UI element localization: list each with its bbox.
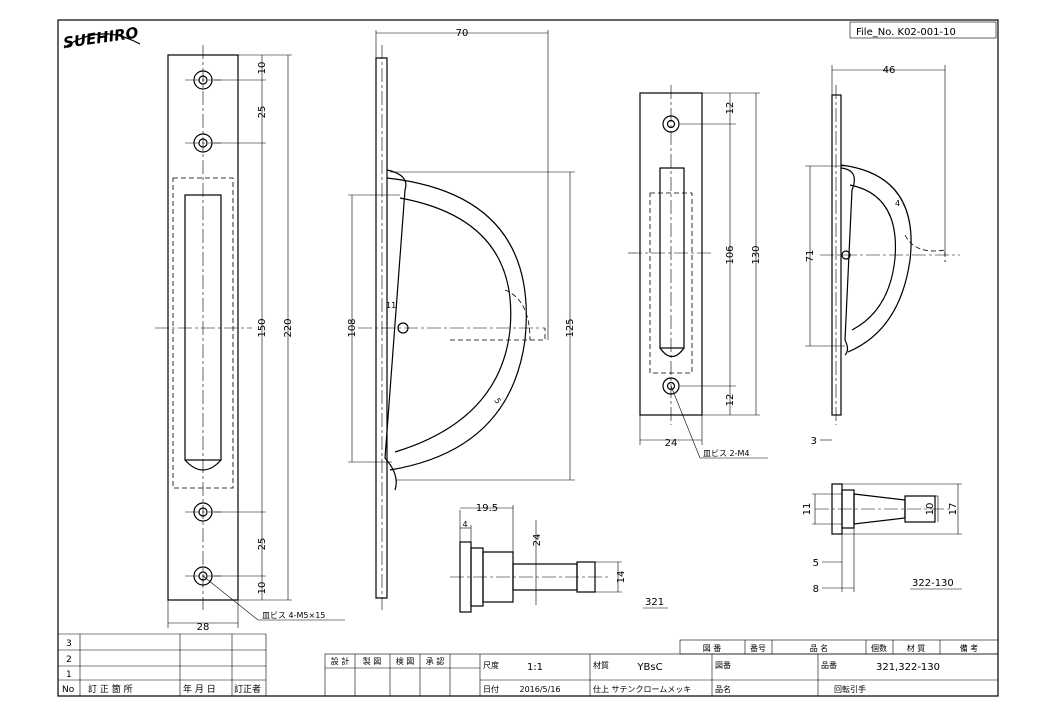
finish: 仕上 サテンクロームメッキ	[593, 684, 691, 694]
file-no: File_No. K02-001-10	[856, 27, 956, 38]
part-no-value: 321,322-130	[876, 662, 940, 673]
name-label: 品名	[715, 684, 731, 694]
front-dim-220: 220	[283, 318, 294, 337]
side-dim-11: 11	[386, 301, 396, 310]
front-screw-note: 皿ビス 4-M5×15	[262, 611, 325, 620]
side-dim-70: 70	[456, 28, 469, 39]
small-side-dim-4: 4	[895, 199, 900, 208]
role-approve: 承 認	[426, 656, 445, 666]
small-front-dim-106: 106	[725, 245, 736, 264]
small-side-view: 46 71 4 3	[805, 65, 960, 447]
title-block: 設 計 製 図 検 図 承 認 尺度 1:1 日付 2016/5/16 材質 Y…	[324, 653, 999, 697]
parts-list-header: 図 番 番号 品 名 個数 材 質 備 考	[679, 639, 999, 655]
side-dim-108: 108	[347, 318, 358, 337]
small-front-dim-12-bottom: 12	[725, 394, 736, 407]
detail322-dim-17: 17	[948, 503, 959, 516]
revision-header-place: 訂 正 箇 所	[88, 683, 133, 695]
front-dim-25-top: 25	[257, 106, 268, 119]
logo: SUEHIRO	[62, 24, 141, 52]
detail321-dim-24: 24	[532, 534, 543, 547]
parts-col-name: 品 名	[810, 643, 829, 653]
detail322-dim-11: 11	[802, 503, 813, 516]
small-front-dim-24: 24	[665, 438, 678, 449]
name-value: 回転引手	[834, 684, 866, 694]
side-handle-arc-inner	[394, 197, 512, 453]
detail322-dim-10: 10	[925, 503, 936, 516]
front-dim-10-top: 10	[257, 62, 268, 75]
parts-col-number: 番号	[750, 643, 766, 653]
sheet-border	[57, 19, 999, 697]
role-draft: 製 図	[363, 656, 382, 666]
material-value: YBsC	[636, 662, 662, 673]
small-front-view: 12 106 130 12 24 皿ビス 2-M4	[628, 85, 768, 459]
detail-321: 19.5 4 24 14 321	[450, 503, 668, 613]
small-front-dim-130: 130	[751, 245, 762, 264]
drawing-no-label: 図番	[715, 660, 731, 670]
detail321-dim-4: 4	[462, 520, 467, 529]
front-dim-28: 28	[197, 622, 210, 633]
parts-col-remarks: 備 考	[960, 643, 979, 653]
logo-text: SUEHIRO	[62, 24, 140, 52]
parts-col-qty: 個数	[871, 643, 887, 653]
revision-row-1: 1	[66, 670, 72, 680]
role-design: 設 計	[331, 656, 350, 666]
front-view: 10 25 150 220 25 10 28 皿ビス 4-M5×15	[155, 45, 345, 633]
small-side-arc-outer	[840, 164, 912, 353]
detail321-dim-19-5: 19.5	[476, 503, 498, 514]
detail321-dim-14: 14	[616, 571, 627, 584]
side-handle-inner	[384, 169, 407, 491]
front-dim-150: 150	[257, 318, 268, 337]
revision-row-2: 2	[66, 655, 72, 665]
small-side-dim-71: 71	[805, 250, 816, 263]
detail-322: 11 10 17 5 8 322-130	[802, 483, 962, 595]
part-no-label: 品番	[821, 660, 837, 670]
small-screw-note: 皿ビス 2-M4	[703, 449, 750, 458]
revision-table: 3 2 1 No 訂 正 箇 所 年 月 日 訂正者	[58, 633, 267, 696]
small-front-dim-12-top: 12	[725, 102, 736, 115]
front-dim-25-bottom: 25	[257, 538, 268, 551]
date-value: 2016/5/16	[519, 685, 560, 694]
scale-value: 1:1	[527, 662, 543, 673]
detail322-dim-8: 8	[813, 584, 819, 595]
detail321-label: 321	[645, 597, 664, 608]
revision-header-person: 訂正者	[234, 683, 261, 695]
revision-row-3: 3	[66, 639, 72, 649]
revision-header-no: No	[62, 685, 75, 695]
revision-header-date: 年 月 日	[183, 683, 216, 695]
side-dim-125: 125	[565, 318, 576, 337]
file-no-box	[849, 21, 997, 39]
parts-col-material: 材 質	[907, 643, 926, 653]
side-handle-arc-outer	[386, 177, 527, 471]
small-side-dim-46: 46	[883, 65, 896, 76]
detail322-dim-5: 5	[813, 558, 819, 569]
front-dim-10-bottom: 10	[257, 582, 268, 595]
detail322-label: 322-130	[912, 578, 954, 589]
parts-col-drawing: 図 番	[703, 643, 722, 653]
side-dim-5: 5	[492, 397, 502, 406]
scale-label: 尺度	[483, 660, 499, 670]
small-side-arc-inner	[849, 184, 897, 331]
material-label: 材質	[593, 660, 609, 670]
role-check: 検 図	[396, 656, 415, 666]
date-label: 日付	[483, 684, 499, 694]
small-side-dim-3: 3	[811, 436, 817, 447]
side-view: 70 108 125 11 5	[347, 28, 576, 610]
small-front-slot	[659, 167, 685, 349]
